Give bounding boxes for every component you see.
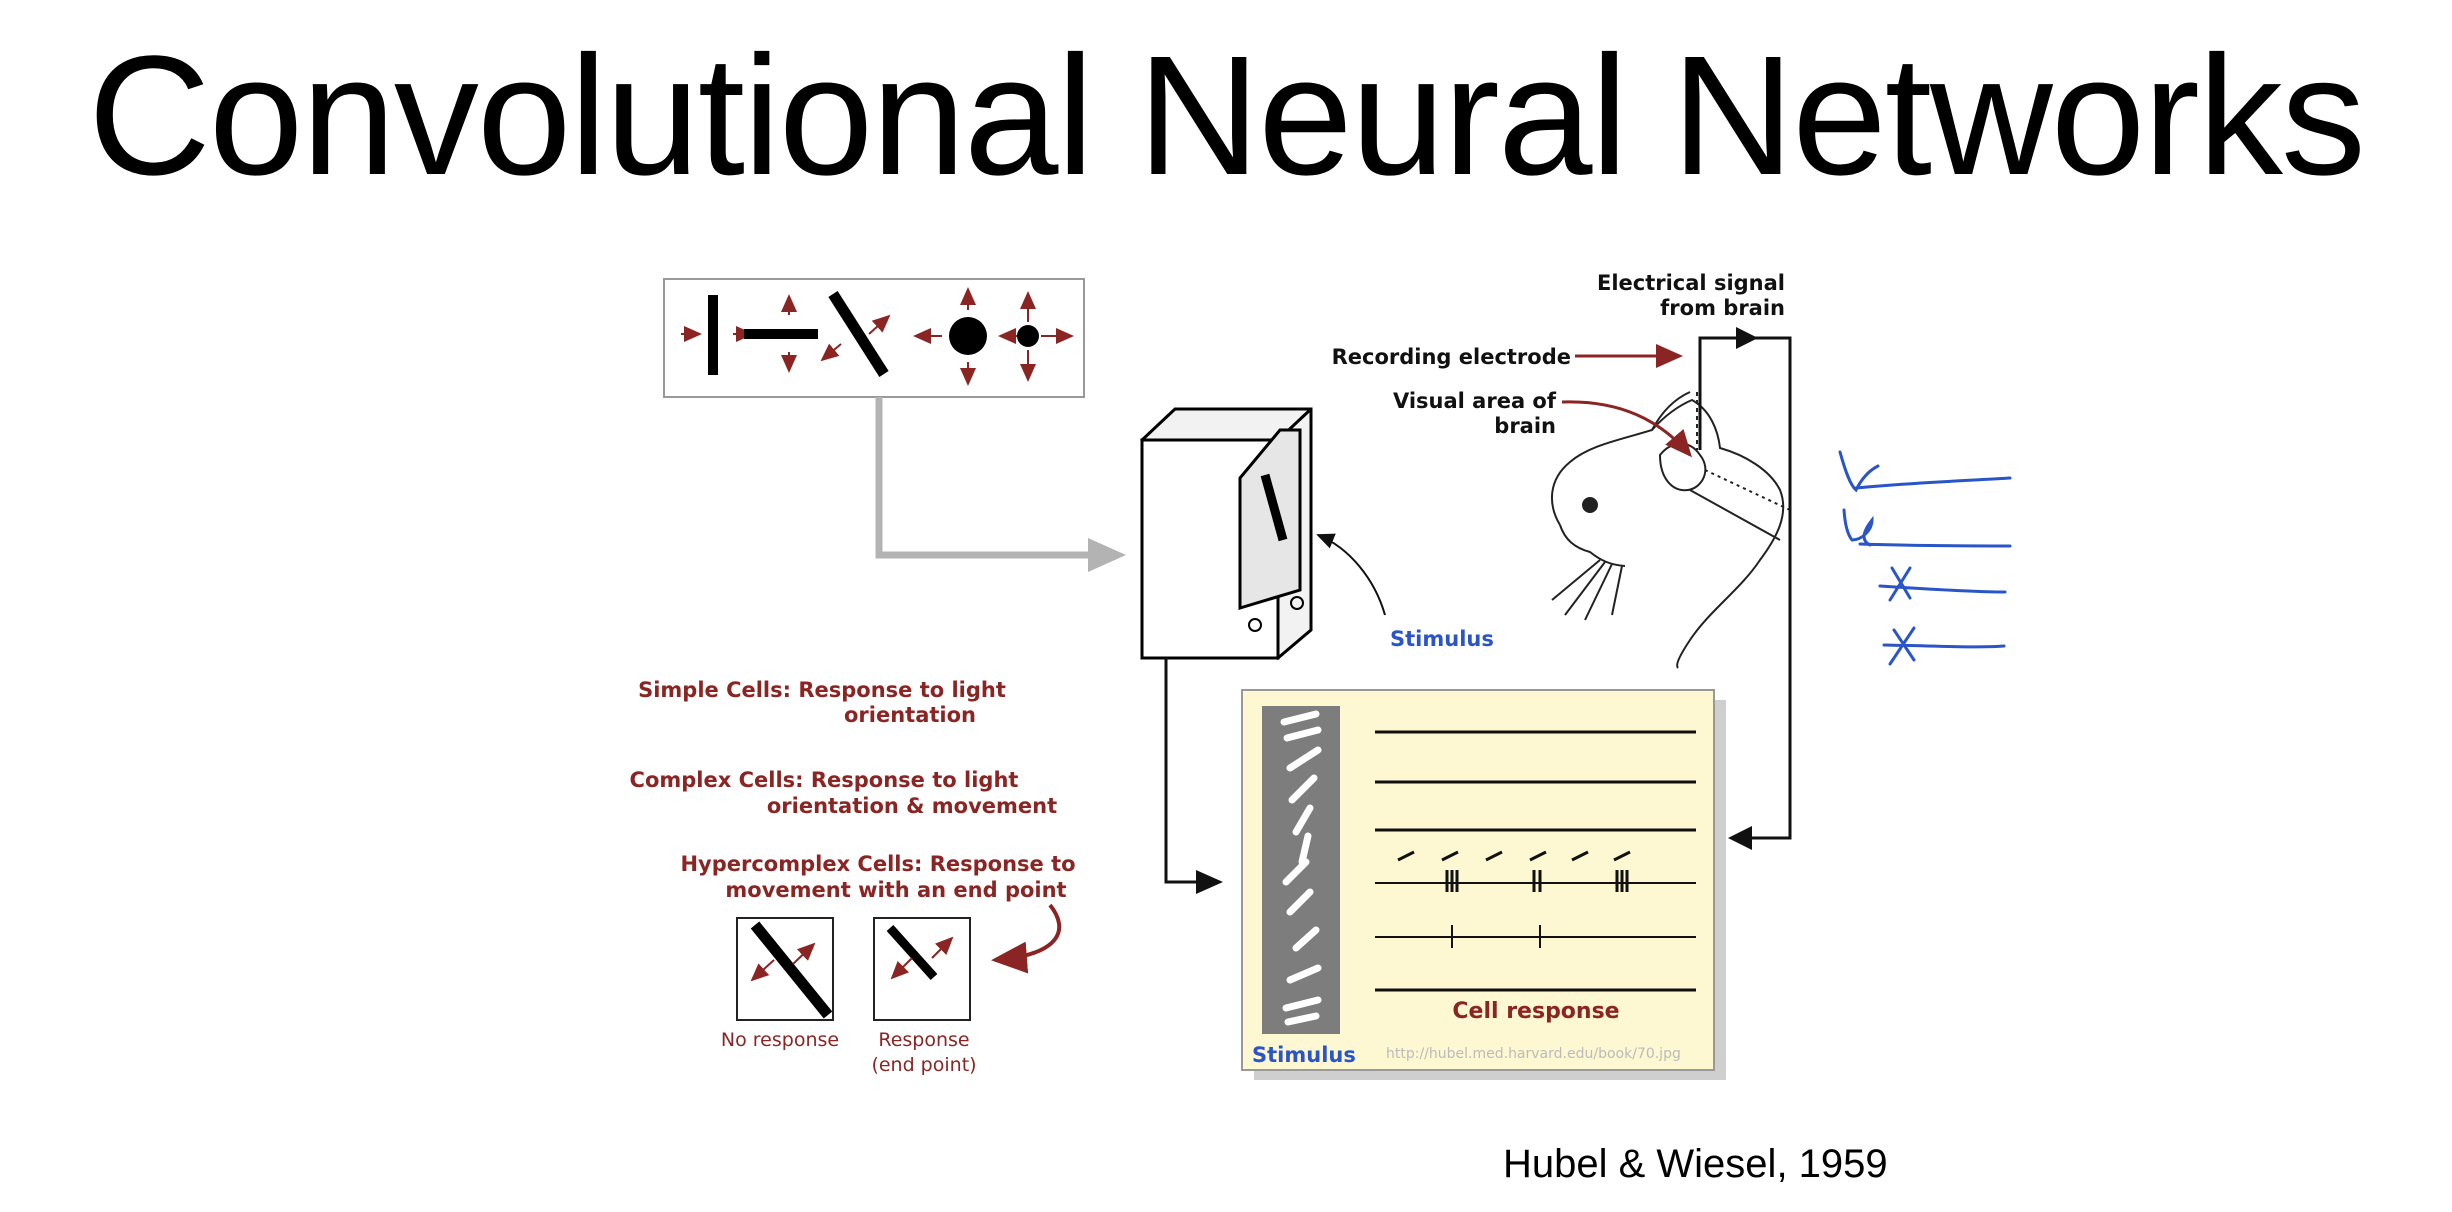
response-label-2: (end point) bbox=[871, 1054, 976, 1076]
stimulus-label-top: Stimulus bbox=[1390, 627, 1494, 651]
cell-response-label: Cell response bbox=[1452, 999, 1619, 1024]
source-url: http://hubel.med.harvard.edu/book/70.jpg bbox=[1386, 1046, 1681, 1062]
simple-cells-label-2: orientation bbox=[844, 703, 976, 727]
electrical-signal-label-1: Electrical signal bbox=[1597, 271, 1785, 295]
stimulus-shapes-box bbox=[663, 278, 1085, 398]
complex-cells-label-2: orientation & movement bbox=[767, 794, 1057, 818]
monitor bbox=[1140, 407, 1313, 661]
recording-electrode-label: Recording electrode bbox=[1332, 345, 1571, 369]
citation: Hubel & Wiesel, 1959 bbox=[1503, 1142, 1888, 1186]
visual-area-label-2: brain bbox=[1494, 414, 1556, 438]
handwritten-annotations bbox=[1838, 450, 2012, 666]
hypercomplex-cells-label-1: Hypercomplex Cells: Response to bbox=[680, 852, 1075, 876]
cat-illustration bbox=[1550, 391, 1791, 669]
no-response-box bbox=[736, 917, 834, 1021]
no-response-label: No response bbox=[721, 1029, 839, 1051]
simple-cells-label-1: Simple Cells: Response to light bbox=[638, 678, 1006, 702]
gray-arrow bbox=[875, 397, 1126, 572]
response-label-1: Response bbox=[878, 1029, 969, 1051]
cell-response-panel bbox=[1241, 689, 1726, 1080]
electrode-wiring bbox=[1561, 327, 1792, 850]
complex-cells-label-1: Complex Cells: Response to light bbox=[630, 768, 1019, 792]
slide-title: Convolutional Neural Networks bbox=[88, 21, 2366, 211]
hypercomplex-cells-label-2: movement with an end point bbox=[725, 878, 1066, 902]
electrical-signal-label-2: from brain bbox=[1660, 296, 1785, 320]
response-box bbox=[873, 917, 971, 1021]
visual-area-label-1: Visual area of bbox=[1393, 389, 1557, 413]
stimulus-label-bottom: Stimulus bbox=[1252, 1043, 1356, 1067]
